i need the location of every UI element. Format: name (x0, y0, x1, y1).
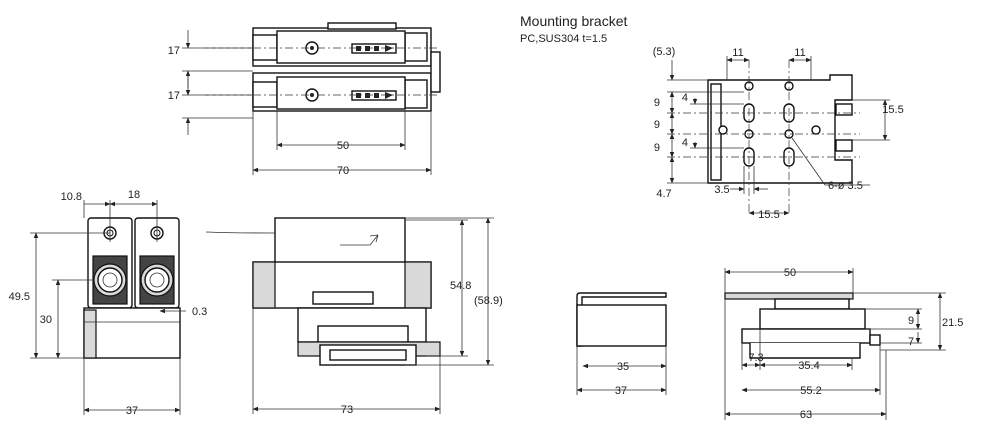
bracket-front-view: 50 21.5 9 7 7.3 35.4 55.2 63 (724, 267, 963, 421)
dim-35-4: 35.4 (798, 360, 819, 372)
bracket-material: PC,SUS304 t=1.5 (520, 33, 607, 45)
top-view: 17 17 50 70 (168, 22, 441, 177)
dim-70-top: 70 (337, 165, 349, 177)
bracket-side-view: 35 37 (576, 292, 667, 397)
sensor-top-upper (205, 22, 440, 67)
bracket-title: Mounting bracket (520, 13, 628, 29)
dim-30: 30 (40, 314, 52, 326)
dim-73: 73 (341, 404, 353, 416)
dim-15-5-vertical: 15.5 (882, 104, 903, 116)
dim-3-5: 3.5 (714, 184, 729, 196)
dim-58-9: (58.9) (474, 295, 503, 307)
dim-9-b: 9 (654, 119, 660, 131)
sensor-top-lower (205, 51, 441, 112)
dim-35: 35 (617, 361, 629, 373)
dim-11-right: 11 (794, 47, 805, 59)
dim-50-bracket: 50 (784, 267, 796, 279)
dim-4-7: 4.7 (656, 188, 671, 200)
dim-9-bracket: 9 (908, 315, 914, 327)
dim-7-3: 7.3 (748, 352, 763, 364)
dim-9-c: 9 (654, 142, 660, 154)
dim-7: 7 (908, 336, 914, 348)
dim-17-lower: 17 (168, 90, 180, 102)
dim-18: 18 (128, 189, 140, 201)
dim-21-5: 21.5 (942, 317, 963, 329)
dim-11-left: 11 (732, 47, 743, 59)
dim-50-top: 50 (337, 140, 349, 152)
dim-15-5-horizontal: 15.5 (758, 209, 779, 221)
dim-37-front: 37 (126, 405, 138, 417)
dim-55-2: 55.2 (800, 385, 821, 397)
dim-49-5: 49.5 (9, 291, 30, 303)
dim-5-3: (5.3) (653, 46, 676, 58)
dim-10-8: 10.8 (61, 191, 82, 203)
side-view: 54.8 (58.9) 73 (205, 217, 503, 416)
front-view: 10.8 18 49.5 30 0.3 37 (9, 189, 208, 417)
dim-63: 63 (800, 409, 812, 421)
dim-4-b: 4 (682, 137, 688, 149)
dim-17-upper: 17 (168, 45, 180, 57)
dim-0-3: 0.3 (192, 306, 207, 318)
sensor-front-right (134, 217, 180, 309)
holes-callout: 6-ø 3.5 (828, 180, 863, 192)
dim-37-bracket: 37 (615, 385, 627, 397)
bracket-plan-view: (5.3) 11 11 9 9 9 4 4 4.7 3.5 15.5 (653, 46, 904, 221)
dim-9-a: 9 (654, 97, 660, 109)
dim-4-a: 4 (682, 92, 688, 104)
dim-54-8: 54.8 (450, 280, 471, 292)
